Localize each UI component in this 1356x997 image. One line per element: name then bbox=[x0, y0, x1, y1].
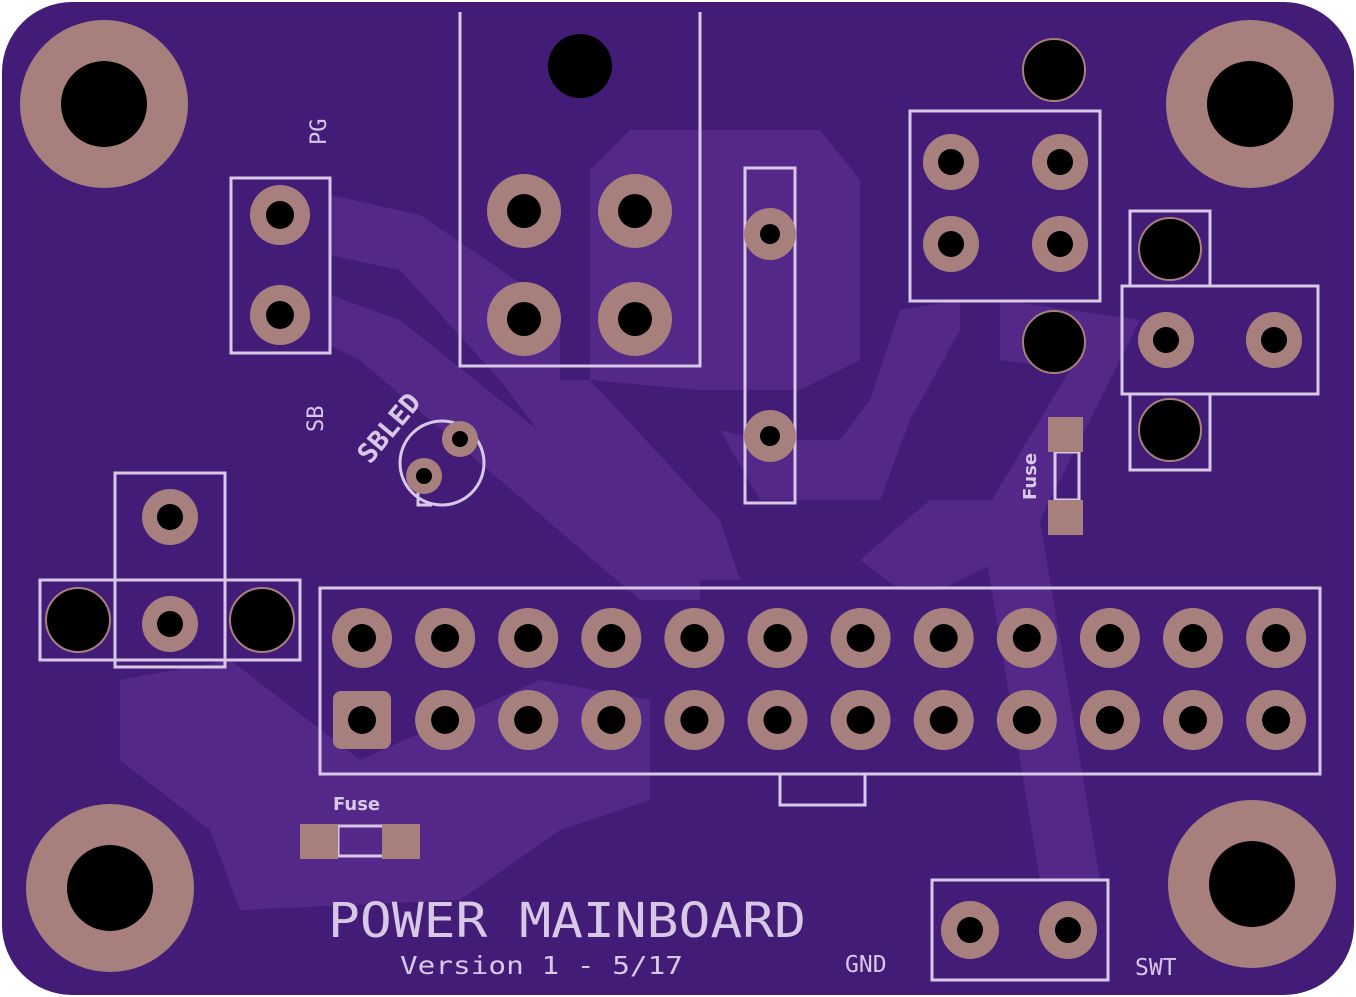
hole-4pin-bottom bbox=[1022, 310, 1086, 374]
trace-sb bbox=[330, 295, 700, 600]
outline-gnd-swt-connector bbox=[930, 878, 1110, 982]
atx-pin-drill bbox=[597, 624, 626, 652]
barrel-jack-hole bbox=[548, 34, 612, 98]
atx-pin-drill bbox=[514, 624, 543, 652]
outline-atx-latch bbox=[778, 772, 867, 807]
pad-fuse-right-bottom bbox=[1048, 500, 1083, 535]
label-pg: PG bbox=[307, 119, 332, 146]
atx-pin-drill bbox=[846, 706, 875, 734]
hole-4pin-top bbox=[1022, 38, 1086, 102]
board-title: POWER MAINBOARD bbox=[328, 893, 806, 949]
outline-switch-mid bbox=[1120, 284, 1320, 396]
atx-pin-drill bbox=[431, 706, 460, 734]
pad-fuse-bottom-right bbox=[382, 824, 420, 859]
atx-pin-drill bbox=[1012, 624, 1041, 652]
hole-left-switch-left bbox=[45, 587, 111, 653]
pad-fuse-right-top bbox=[1048, 417, 1083, 452]
atx-pin-drill bbox=[680, 624, 709, 652]
atx-pin-drill bbox=[1179, 706, 1207, 734]
trace-diagonal-center bbox=[500, 380, 740, 580]
mounting-holes bbox=[20, 20, 1336, 972]
atx-pin-drill bbox=[1262, 706, 1291, 734]
pads bbox=[45, 34, 1302, 959]
outline-left-switch-body bbox=[113, 578, 227, 669]
label-sb: SB bbox=[304, 406, 329, 433]
outline-barrel-jack bbox=[458, 12, 702, 368]
atx-pin-drill bbox=[763, 624, 792, 652]
atx-pin-drill bbox=[929, 706, 958, 734]
hole-left-switch-right bbox=[229, 587, 295, 653]
atx-pin-drill bbox=[846, 624, 875, 652]
hole-switch-bottom bbox=[1138, 398, 1202, 462]
label-fuse-right: Fuse bbox=[1020, 453, 1041, 500]
outline-vertical-resistor bbox=[743, 166, 797, 505]
atx-pin-drill bbox=[1179, 624, 1207, 652]
outline-4pin-connector bbox=[908, 109, 1102, 303]
label-swt: SWT bbox=[1135, 955, 1177, 981]
atx-pin-drill bbox=[1262, 624, 1291, 652]
atx-pin-drill bbox=[597, 706, 626, 734]
atx-pin-drill bbox=[514, 706, 543, 734]
label-fuse-bottom: Fuse bbox=[333, 794, 380, 815]
atx-pin-drill bbox=[680, 706, 709, 734]
hole-switch-top bbox=[1138, 217, 1202, 281]
atx-pin-drill bbox=[1095, 624, 1124, 652]
outline-switch-bottom bbox=[1128, 392, 1212, 472]
silkscreen-outlines bbox=[38, 12, 1322, 982]
atx-pin-drill bbox=[1012, 706, 1041, 734]
atx-header-pins bbox=[332, 608, 1307, 750]
atx-pin-drill bbox=[929, 624, 958, 652]
atx-pin-drill bbox=[348, 706, 376, 734]
label-gnd: GND bbox=[845, 952, 887, 978]
outline-sbled bbox=[398, 419, 486, 507]
atx-pin-drill bbox=[763, 706, 792, 734]
pad-fuse-bottom-left bbox=[300, 824, 338, 859]
atx-pin-drill bbox=[348, 624, 376, 652]
board-version: Version 1 - 5/17 bbox=[400, 951, 683, 980]
atx-pin-drill bbox=[431, 624, 460, 652]
outline-pg-sb-connector bbox=[229, 176, 332, 355]
atx-pin-drill bbox=[1095, 706, 1124, 734]
trace-right-middle bbox=[860, 500, 1000, 590]
